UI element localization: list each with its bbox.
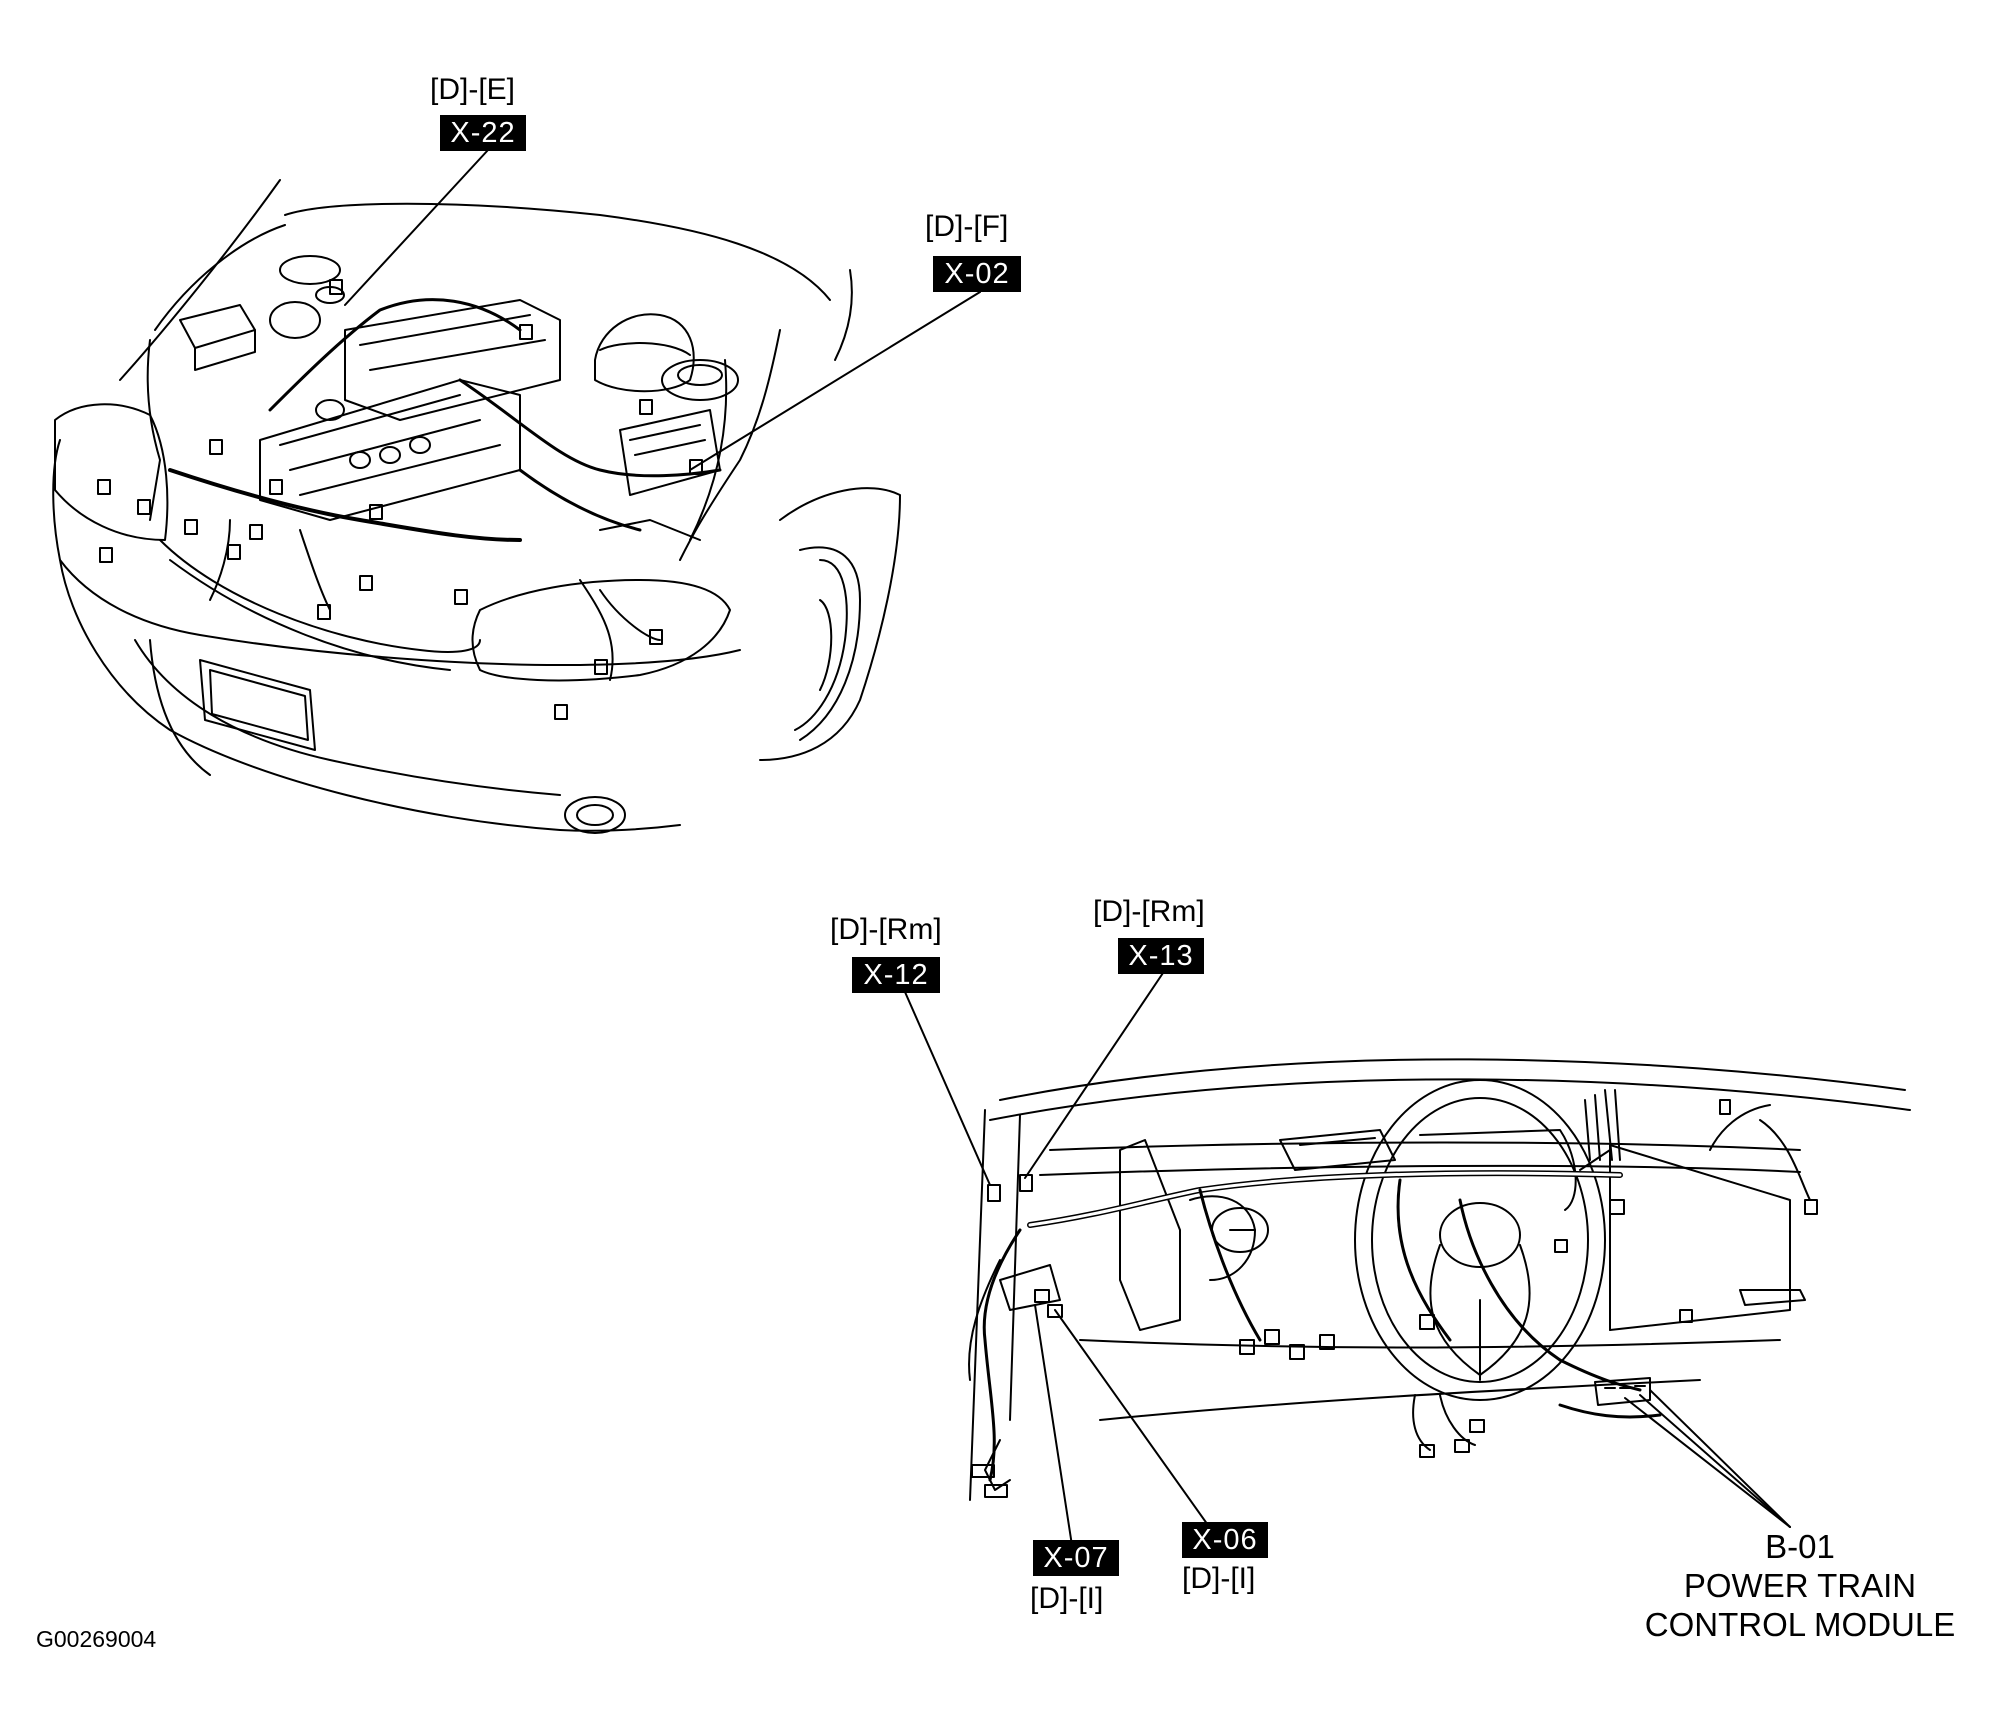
figure-id: G00269004: [36, 1626, 157, 1652]
x12-ref-label: [D]-[Rm]: [830, 913, 942, 946]
x07-code-badge: X-07: [1033, 1540, 1119, 1576]
x13-ref-label: [D]-[Rm]: [1093, 895, 1205, 928]
leader-x02: [689, 291, 981, 471]
x07-ref-label: [D]-[I]: [1030, 1582, 1104, 1615]
leader-b01-c: [1624, 1397, 1791, 1528]
engine-compartment-drawing: [52, 179, 901, 834]
x22-code-badge: X-22: [440, 115, 526, 151]
b01-name-line1: POWER TRAIN: [1683, 1567, 1917, 1604]
b01-code-label: B-01: [1765, 1528, 1835, 1565]
leader-b01-b: [1639, 1394, 1791, 1528]
leader-x06: [1054, 1309, 1216, 1536]
x02-ref-label: [D]-[F]: [925, 210, 1009, 243]
leader-x13: [1024, 969, 1166, 1179]
x22-ref-label: [D]-[E]: [430, 73, 516, 106]
x06-code-badge: X-06: [1182, 1522, 1268, 1558]
instrument-panel-drawing: [968, 1058, 1911, 1501]
x13-code-badge: X-13: [1118, 938, 1204, 974]
leader-b01-a: [1649, 1389, 1791, 1528]
x06-ref-label: [D]-[I]: [1182, 1562, 1256, 1595]
x02-code-badge: X-02: [933, 256, 1021, 292]
b01-name-line2: CONTROL MODULE: [1644, 1606, 1956, 1643]
leader-x22: [344, 149, 489, 306]
x12-code-badge: X-12: [852, 957, 940, 993]
leader-x12: [904, 991, 991, 1186]
leader-x07: [1034, 1304, 1076, 1566]
